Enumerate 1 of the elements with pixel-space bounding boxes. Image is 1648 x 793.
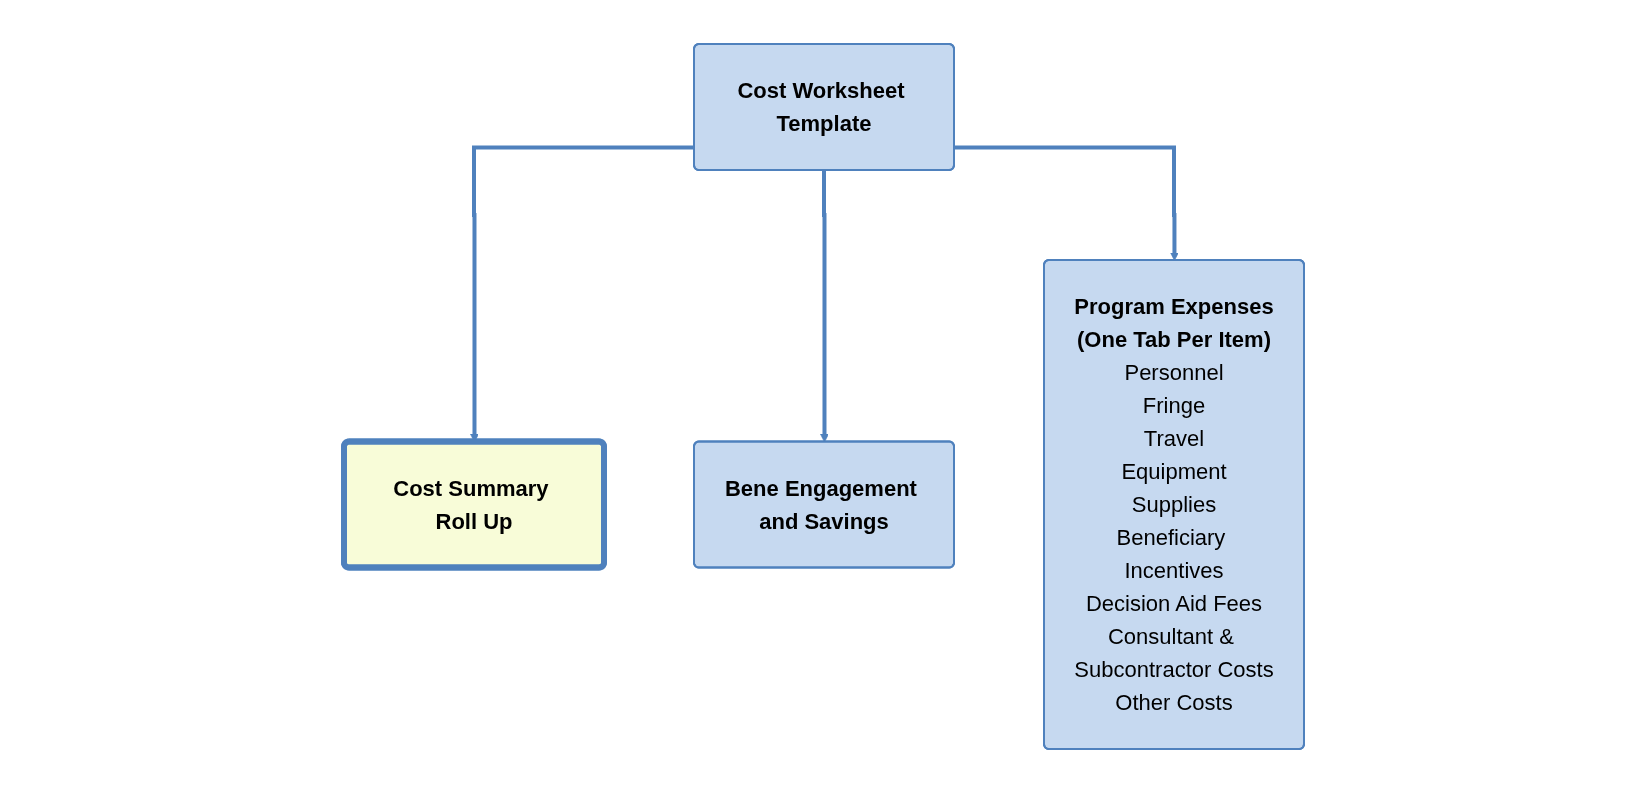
- arrow: [954, 145, 1179, 261]
